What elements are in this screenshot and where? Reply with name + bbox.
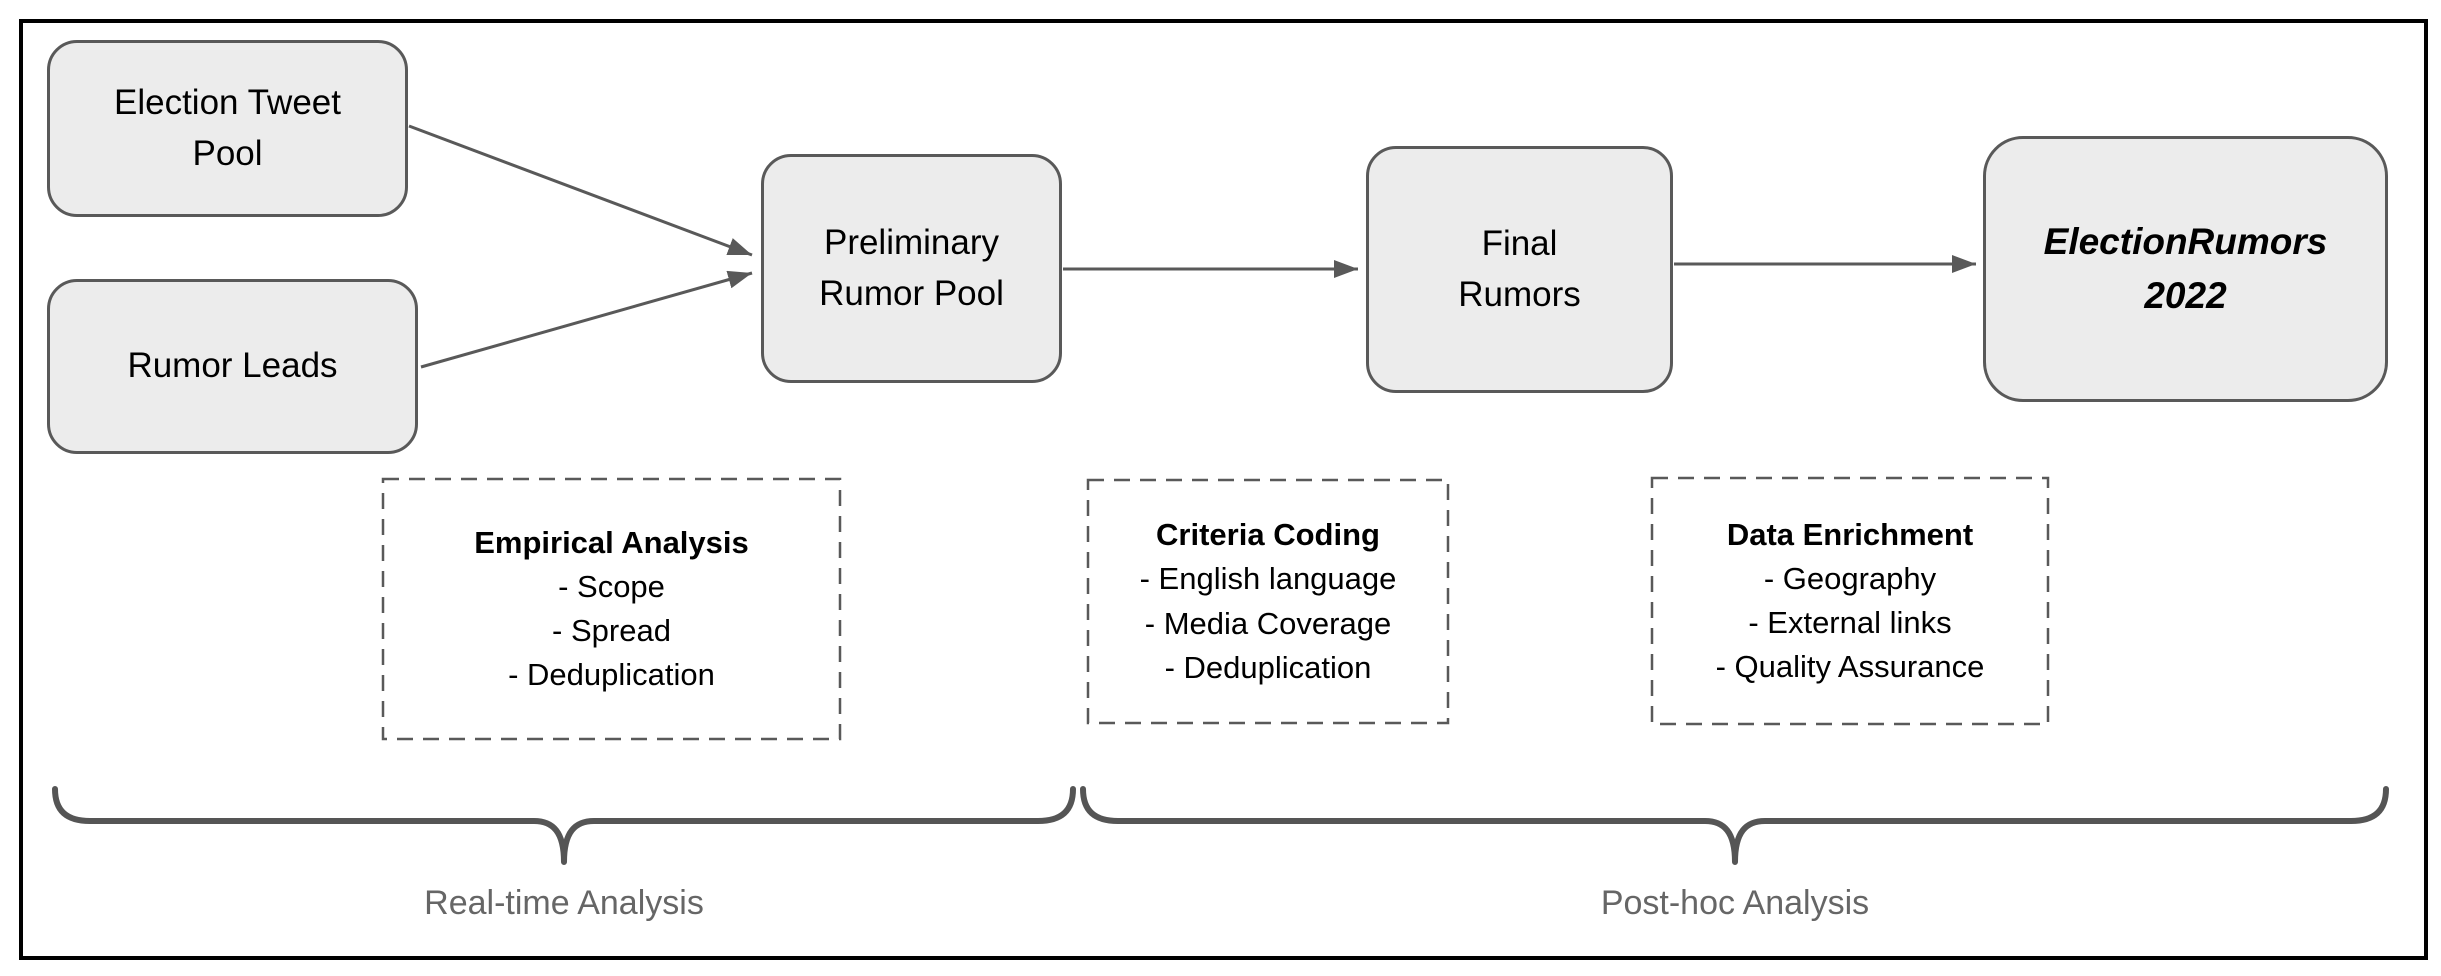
node-label-line: Final <box>1481 223 1558 263</box>
connector-tweet-pool-to-preliminary <box>408 124 753 257</box>
note-border-empirical-analysis <box>381 477 842 741</box>
node-rumor-leads: Rumor Leads <box>47 279 418 454</box>
note-title: Empirical Analysis <box>474 524 749 560</box>
node-label: Election Tweet Pool <box>114 78 341 180</box>
zone-label-real-time-analysis: Real-time Analysis <box>424 884 704 922</box>
note-item: - Quality Assurance <box>1715 649 1985 685</box>
note-item: - Media Coverage <box>1144 605 1392 641</box>
note-item: - Geography <box>1763 560 1937 596</box>
node-label-line: ElectionRumors <box>2043 221 2328 263</box>
node-election-tweet-pool: Election Tweet Pool <box>47 40 408 217</box>
zone-label-post-hoc-analysis: Post-hoc Analysis <box>1600 884 1870 922</box>
note-empirical-analysis: Empirical Analysis - Scope - Spread - De… <box>383 479 840 739</box>
node-preliminary-rumor-pool: Preliminary Rumor Pool <box>761 154 1062 383</box>
note-item: - Deduplication <box>508 657 715 693</box>
node-label-line: 2022 <box>2144 275 2227 316</box>
node-label: Rumor Leads <box>127 341 337 392</box>
node-electionrumors-2022: ElectionRumors 2022 <box>1983 136 2388 402</box>
node-label-line: Rumor Leads <box>127 346 338 386</box>
note-criteria-coding: Criteria Coding - English language - Med… <box>1088 480 1448 723</box>
node-label: ElectionRumors 2022 <box>2044 215 2328 322</box>
brace-real-time-analysis <box>52 786 1076 865</box>
note-border-data-enrichment <box>1650 476 2050 726</box>
note-item: - Deduplication <box>1164 649 1372 685</box>
brace-post-hoc-analysis <box>1080 786 2389 865</box>
connector-rumor-leads-to-preliminary <box>420 270 753 369</box>
node-label-line: Pool <box>192 133 263 173</box>
note-item: - External links <box>1748 605 1952 640</box>
node-label-line: Election Tweet <box>114 82 341 122</box>
node-label-line: Rumor Pool <box>819 273 1004 313</box>
note-item: - Scope <box>558 568 665 604</box>
note-data-enrichment: Data Enrichment - Geography - External l… <box>1652 478 2048 724</box>
node-label: Preliminary Rumor Pool <box>819 218 1004 320</box>
outer-frame <box>19 19 2428 960</box>
note-item: - English language <box>1139 561 1397 597</box>
node-label-line: Preliminary <box>823 222 1000 262</box>
node-label-line: Rumors <box>1458 274 1581 314</box>
note-item: - Spread <box>552 613 671 648</box>
note-title: Data Enrichment <box>1726 516 1974 552</box>
note-border-criteria-coding <box>1086 478 1450 725</box>
node-final-rumors: Final Rumors <box>1366 146 1673 393</box>
node-label: Final Rumors <box>1458 219 1581 321</box>
note-title: Criteria Coding <box>1156 517 1380 553</box>
